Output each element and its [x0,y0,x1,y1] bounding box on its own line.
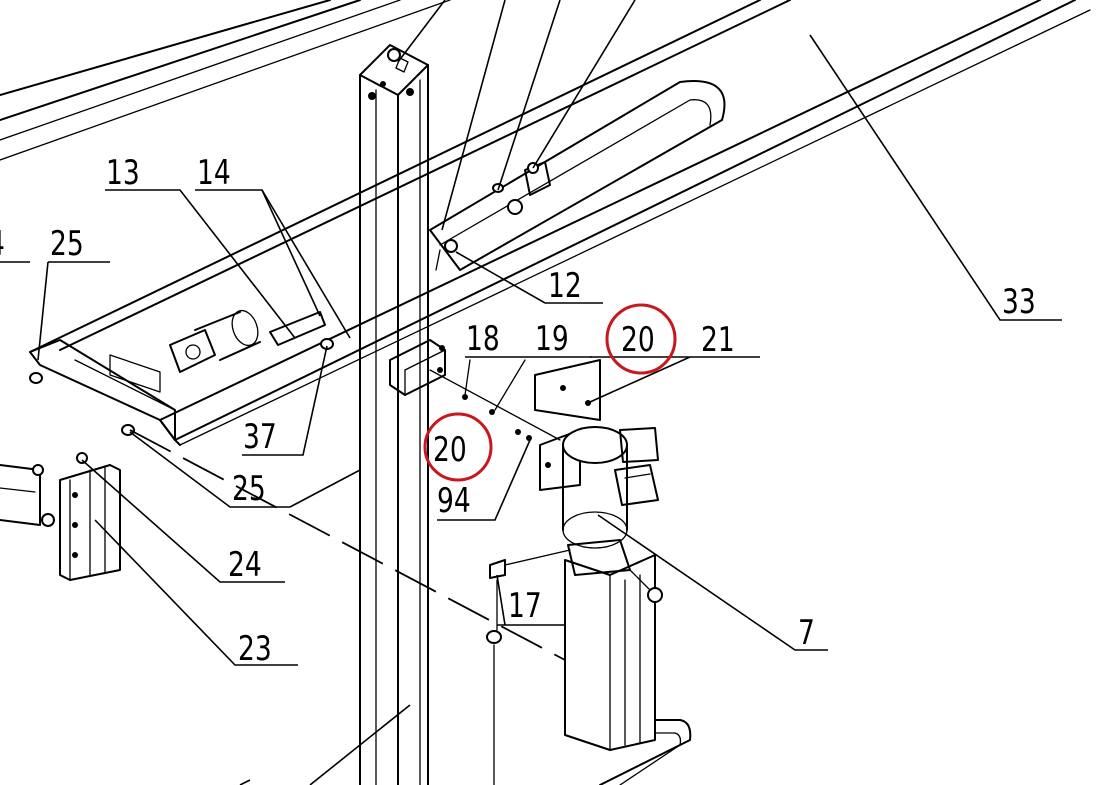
label-23: 23 [238,630,272,669]
label-14: 14 [197,154,231,193]
mounting-plate [534,359,601,491]
label-94: 94 [437,482,471,521]
label-19: 19 [535,320,569,359]
label-37: 37 [243,418,277,457]
label-17: 17 [508,587,542,626]
column-bracket [389,339,446,396]
hydraulic-motor [562,426,659,549]
label-20-upper: 20 [621,321,655,360]
pump-reservoir [486,539,692,785]
runway-beam [29,0,1091,446]
highlight-circle-20-upper [605,303,677,375]
centre-leader-lines [429,359,561,441]
part-labels: 13 14 25 4 12 33 18 19 20 21 37 20 25 94… [0,154,1036,669]
label-4: 4 [0,225,5,264]
label-24: 24 [228,546,262,585]
upper-left-rail [0,0,451,161]
highlight-circle-20-lower [423,412,493,482]
label-33: 33 [1002,283,1036,322]
label-leaders [0,0,1062,785]
label-13: 13 [106,154,140,193]
assembly-centerline [129,429,566,661]
label-18: 18 [466,320,500,359]
slot-hardware [435,161,551,271]
label-12: 12 [548,267,582,306]
column-post [359,44,429,785]
label-25-lower: 25 [232,470,266,509]
left-carriage [0,452,121,581]
label-25-top: 25 [50,225,84,264]
label-20-lower: 20 [433,431,467,470]
label-7: 7 [798,614,815,653]
label-21: 21 [701,321,735,360]
cylinder-assembly [29,309,334,436]
highlight-circles [423,303,677,482]
